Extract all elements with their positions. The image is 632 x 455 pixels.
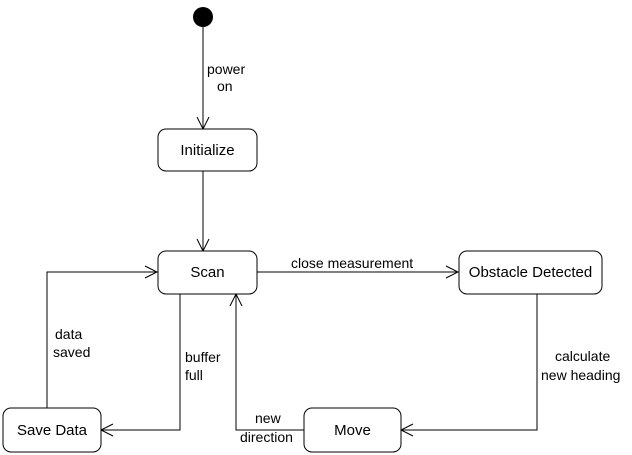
label-saved: saved <box>53 344 90 360</box>
state-scan-label: Scan <box>190 264 224 281</box>
edge-calculate-heading <box>399 294 538 437</box>
state-initialize: Initialize <box>157 128 258 172</box>
edge-close-measurement <box>256 265 460 279</box>
label-new-heading: new heading <box>541 367 620 383</box>
label-close-measurement: close measurement <box>291 255 413 271</box>
label-power: power <box>207 61 245 77</box>
label-on: on <box>217 78 233 94</box>
state-move-label: Move <box>334 422 371 439</box>
state-obstacle-detected: Obstacle Detected <box>458 250 603 295</box>
state-obstacle-detected-label: Obstacle Detected <box>469 264 592 281</box>
label-data: data <box>55 326 82 342</box>
edge-power-on <box>196 27 210 131</box>
label-buffer: buffer <box>185 349 221 365</box>
state-scan: Scan <box>157 250 258 295</box>
label-new: new <box>255 410 282 426</box>
state-save-data-label: Save Data <box>17 422 88 439</box>
edge-initialize-to-scan <box>196 171 210 253</box>
label-full: full <box>185 367 203 383</box>
state-save-data: Save Data <box>2 407 102 453</box>
label-calculate: calculate <box>555 348 610 364</box>
state-move: Move <box>303 407 402 453</box>
edge-data-saved <box>46 265 159 408</box>
edge-buffer-full <box>99 294 181 437</box>
initial-state-dot <box>193 7 213 27</box>
state-initialize-label: Initialize <box>180 142 234 159</box>
label-direction: direction <box>240 429 293 445</box>
